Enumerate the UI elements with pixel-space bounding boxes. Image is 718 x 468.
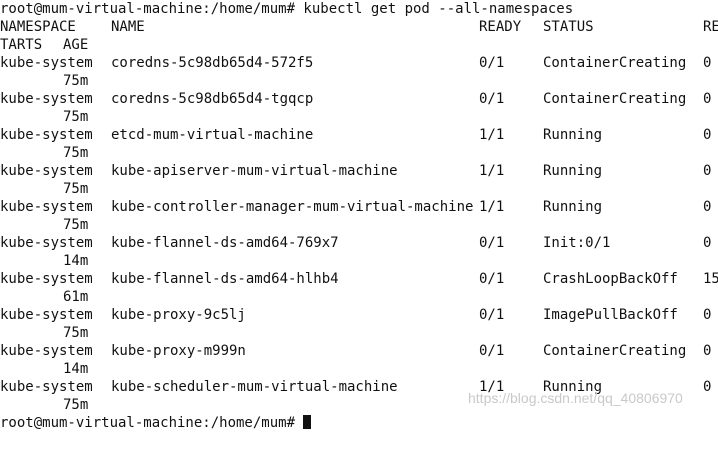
header-age: AGE <box>63 37 89 53</box>
pod-age: 14m <box>63 361 89 377</box>
pod-namespace: kube-system <box>0 91 93 107</box>
pod-name: kube-flannel-ds-amd64-769x7 <box>111 235 339 251</box>
pod-restarts: 0 <box>703 307 712 323</box>
header-status: STATUS <box>543 19 594 35</box>
pod-restarts: 0 <box>703 235 712 251</box>
pod-restarts: 0 <box>703 91 712 107</box>
pod-name: kube-controller-manager-mum-virtual-mach… <box>111 199 474 215</box>
cursor <box>303 415 312 429</box>
pod-name: coredns-5c98db65d4-tgqcp <box>111 91 314 107</box>
pod-ready: 0/1 <box>479 235 505 251</box>
header-restarts-wrapped: TARTS <box>0 37 43 53</box>
pod-name: kube-proxy-9c5lj <box>111 307 246 323</box>
command-text: root@mum-virtual-machine:/home/mum# kube… <box>0 1 574 17</box>
pod-age: 75m <box>63 397 89 413</box>
pod-age: 75m <box>63 217 89 233</box>
header-ready: READY <box>479 19 522 35</box>
pod-restarts: 0 <box>703 379 712 395</box>
pod-ready: 0/1 <box>479 271 505 287</box>
pod-age: 75m <box>63 325 89 341</box>
pod-status: ContainerCreating <box>543 55 687 71</box>
pod-namespace: kube-system <box>0 163 93 179</box>
pod-restarts: 0 <box>703 55 712 71</box>
pod-age: 61m <box>63 289 89 305</box>
pod-ready: 0/1 <box>479 307 505 323</box>
pod-age: 75m <box>63 145 89 161</box>
pod-status: Running <box>543 163 603 179</box>
pod-status: CrashLoopBackOff <box>543 271 678 287</box>
pod-ready: 1/1 <box>479 163 505 179</box>
pod-ready: 1/1 <box>479 127 505 143</box>
watermark: https://blog.csdn.net/qq_40806970 <box>468 390 683 406</box>
pod-namespace: kube-system <box>0 235 93 251</box>
pod-restarts: 0 <box>703 199 712 215</box>
pod-status: ImagePullBackOff <box>543 307 678 323</box>
command-line: root@mum-virtual-machine:/home/mum# kube… <box>0 0 573 18</box>
pod-ready: 0/1 <box>479 55 505 71</box>
table-header-wrap: TARTS AGE <box>0 36 88 54</box>
pod-restarts: 0 <box>703 127 712 143</box>
pod-namespace: kube-system <box>0 343 93 359</box>
pod-ready: 1/1 <box>479 379 505 395</box>
pod-name: etcd-mum-virtual-machine <box>111 127 314 143</box>
pod-age: 14m <box>63 253 89 269</box>
pod-name: kube-apiserver-mum-virtual-machine <box>111 163 398 179</box>
pod-age: 75m <box>63 73 89 89</box>
pod-status: ContainerCreating <box>543 343 687 359</box>
table-header: NAMESPACE NAME READY STATUS RE <box>0 18 718 36</box>
header-namespace: NAMESPACE <box>0 19 76 35</box>
pod-namespace: kube-system <box>0 199 93 215</box>
pod-status: Init:0/1 <box>543 235 611 251</box>
pod-namespace: kube-system <box>0 127 93 143</box>
pod-namespace: kube-system <box>0 307 93 323</box>
header-name: NAME <box>111 19 145 35</box>
pod-status: Running <box>543 127 603 143</box>
pod-name: kube-scheduler-mum-virtual-machine <box>111 379 398 395</box>
pod-restarts: 0 <box>703 343 712 359</box>
pod-ready: 1/1 <box>479 199 505 215</box>
pod-name: coredns-5c98db65d4-572f5 <box>111 55 314 71</box>
header-restarts-start: RE <box>703 19 718 35</box>
pod-restarts: 0 <box>703 163 712 179</box>
pod-status: ContainerCreating <box>543 91 687 107</box>
pod-namespace: kube-system <box>0 271 93 287</box>
terminal-window[interactable]: root@mum-virtual-machine:/home/mum# kube… <box>0 0 718 431</box>
pod-ready: 0/1 <box>479 91 505 107</box>
pod-age: 75m <box>63 109 89 125</box>
pod-status: Running <box>543 379 603 395</box>
pod-status: Running <box>543 199 603 215</box>
pod-namespace: kube-system <box>0 55 93 71</box>
pod-name: kube-flannel-ds-amd64-hlhb4 <box>111 271 339 287</box>
pod-namespace: kube-system <box>0 379 93 395</box>
pod-name: kube-proxy-m999n <box>111 343 246 359</box>
pod-ready: 0/1 <box>479 343 505 359</box>
pod-restarts: 15 <box>703 271 718 287</box>
pod-age: 75m <box>63 181 89 197</box>
